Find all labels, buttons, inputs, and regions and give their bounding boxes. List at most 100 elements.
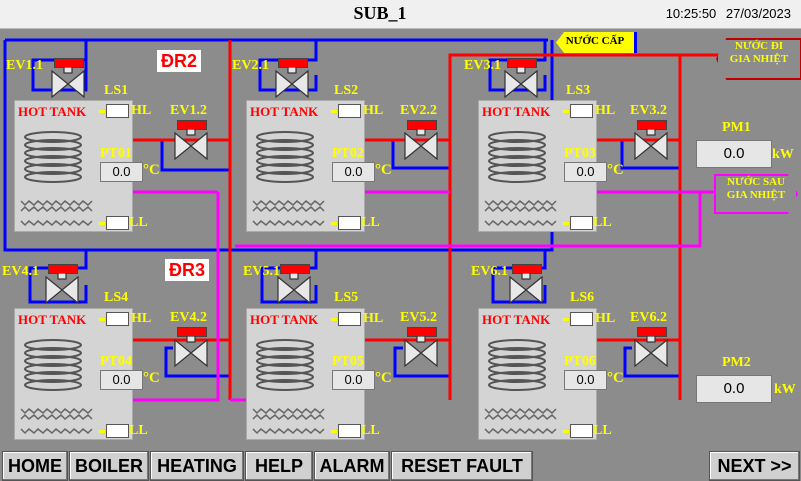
hl-marker [331,110,337,113]
inlet-valve-label: EV6.1 [471,264,508,279]
inlet-valve-label: EV2.1 [232,58,269,73]
boiler-button[interactable]: BOILER [69,451,149,481]
outlet-valve[interactable] [633,120,669,162]
ll-marker [563,222,569,225]
clock-time: 10:25:50 [665,6,717,21]
pm1-unit: kW [772,147,794,162]
temperature-unit: °C [375,162,392,178]
hl-marker [331,318,337,321]
level-switch-label: LS5 [334,290,359,305]
pm1-label: PM1 [722,120,751,135]
temperature-value: 0.0 [332,162,375,182]
low-level-indicator [338,216,361,230]
high-level-indicator [106,104,129,118]
help-button[interactable]: HELP [245,451,313,481]
screen-title: SUB_1 [353,3,407,23]
temperature-unit: °C [607,370,624,386]
after-heating-line1: NƯỚC SAU [727,176,785,188]
ll-marker [331,222,337,225]
inlet-valve-label: EV5.1 [243,264,280,279]
inlet-valve-label: EV4.1 [2,264,39,279]
tank-label: HOT TANK [250,104,319,119]
outlet-valve[interactable] [173,120,209,162]
inlet-valve[interactable] [50,58,86,100]
hl-marker [99,318,105,321]
tank-label: HOT TANK [482,104,551,119]
heating-button[interactable]: HEATING [150,451,244,481]
after-heating-line2: GIA NHIỆT [726,189,786,201]
pm2-value: 0.0 [696,375,772,403]
ll-label: LL [129,423,148,438]
ll-marker [99,222,105,225]
temp-sensor-label: PT02 [332,146,364,161]
tank-label: HOT TANK [18,104,87,119]
hl-marker [563,110,569,113]
to-heating-line1: NƯỚC ĐI [734,40,784,52]
level-switch-label: LS1 [104,83,129,98]
inlet-valve[interactable] [276,264,312,306]
pm1-value: 0.0 [696,140,772,168]
temperature-value: 0.0 [332,370,375,390]
low-level-indicator [106,216,129,230]
temperature-unit: °C [375,370,392,386]
ll-marker [99,430,105,433]
outlet-valve-label: EV2.2 [400,103,437,118]
after-heating-tag: NƯỚC SAU GIA NHIỆT [714,174,798,214]
outlet-valve-label: EV5.2 [400,310,437,325]
temperature-unit: °C [143,370,160,386]
temp-sensor-label: PT05 [332,354,364,369]
reset-fault-button[interactable]: RESET FAULT [391,451,533,481]
clock: 10:25:50 27/03/2023 [660,6,791,21]
to-heating-tag: NƯỚC ĐI GIA NHIỆT [716,38,801,80]
pm2-label: PM2 [722,355,751,370]
ll-label: LL [129,215,148,230]
outlet-valve[interactable] [403,327,439,369]
zone-label-dr2: ĐR2 [157,50,202,72]
temperature-unit: °C [143,162,160,178]
temp-sensor-label: PT06 [564,354,596,369]
ll-label: LL [593,215,612,230]
hl-label: HL [595,103,616,118]
alarm-button[interactable]: ALARM [314,451,390,481]
supply-water-tag: NƯỚC CẤP [556,32,637,53]
home-button[interactable]: HOME [2,451,68,481]
inlet-valve-label: EV3.1 [464,58,501,73]
low-level-indicator [570,424,593,438]
temperature-value: 0.0 [100,162,143,182]
ll-marker [331,430,337,433]
high-level-indicator [338,104,361,118]
outlet-valve[interactable] [403,120,439,162]
high-level-indicator [106,312,129,326]
temperature-unit: °C [607,162,624,178]
low-level-indicator [338,424,361,438]
outlet-valve-label: EV3.2 [630,103,667,118]
low-level-indicator [570,216,593,230]
to-heating-line2: GIA NHIỆT [729,53,789,65]
inlet-valve[interactable] [44,264,80,306]
inlet-valve[interactable] [508,264,544,306]
clock-date: 27/03/2023 [725,6,791,21]
level-switch-label: LS6 [570,290,595,305]
outlet-valve[interactable] [173,327,209,369]
temp-sensor-label: PT04 [100,354,132,369]
ll-label: LL [593,423,612,438]
inlet-valve[interactable] [503,58,539,100]
hot-tank: HOT TANK [246,308,365,440]
temperature-value: 0.0 [100,370,143,390]
inlet-valve[interactable] [274,58,310,100]
inlet-valve-label: EV1.1 [6,58,43,73]
next-button[interactable]: NEXT >> [709,451,800,481]
level-switch-label: LS3 [566,83,591,98]
outlet-valve[interactable] [633,327,669,369]
zone-label-dr3: ĐR3 [165,259,210,281]
high-level-indicator [338,312,361,326]
outlet-valve-label: EV4.2 [170,310,207,325]
pm2-unit: kW [774,382,796,397]
hl-label: HL [595,311,616,326]
high-level-indicator [570,104,593,118]
hl-label: HL [131,103,152,118]
high-level-indicator [570,312,593,326]
ll-label: LL [361,215,380,230]
hl-marker [99,110,105,113]
temp-sensor-label: PT01 [100,146,132,161]
